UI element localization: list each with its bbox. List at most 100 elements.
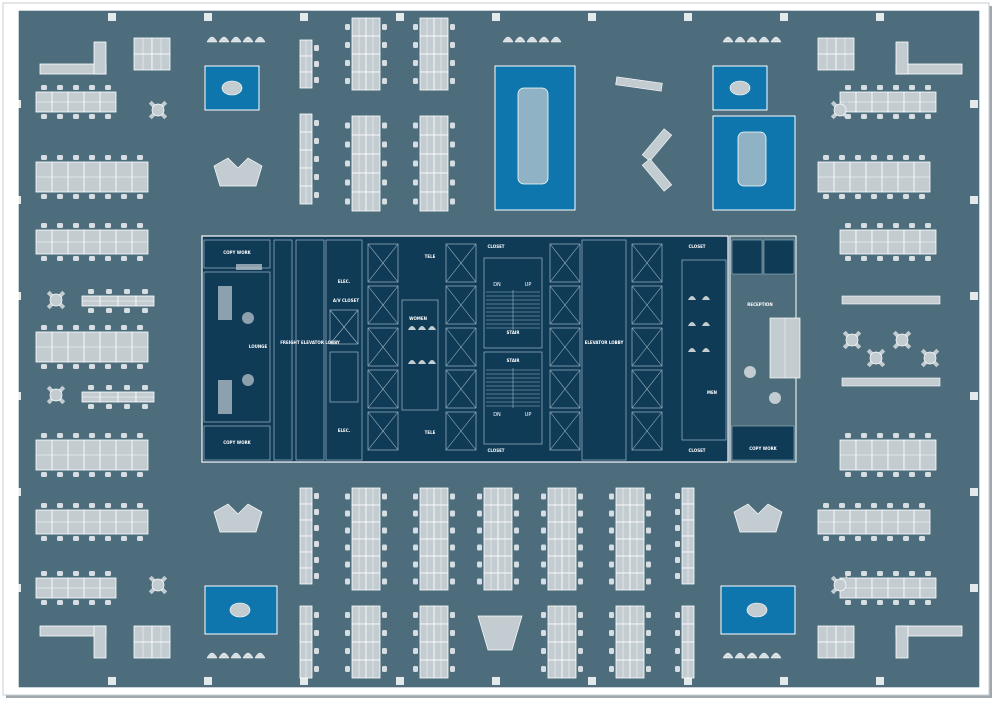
chair <box>541 648 546 654</box>
chair <box>514 527 519 534</box>
chair <box>578 648 583 654</box>
chair <box>541 493 546 500</box>
large-conf-table-center <box>517 87 549 185</box>
chair <box>382 42 387 48</box>
chair <box>903 194 909 199</box>
stair-top <box>483 257 543 349</box>
chair <box>887 503 893 508</box>
chair <box>73 223 79 228</box>
chair <box>893 472 899 477</box>
chair <box>142 404 148 409</box>
chair <box>345 561 350 568</box>
chair <box>925 600 931 605</box>
chair <box>675 509 680 515</box>
chair <box>137 503 143 508</box>
chair <box>450 24 455 30</box>
chair <box>382 493 387 500</box>
wc-fixture <box>418 360 426 364</box>
chair <box>73 600 79 605</box>
round-table <box>833 103 847 117</box>
chair <box>88 289 94 294</box>
chair <box>675 573 680 579</box>
chair <box>137 194 143 199</box>
chair <box>57 433 63 438</box>
chair <box>646 612 651 618</box>
chair <box>382 141 387 148</box>
collab-desk <box>641 158 673 192</box>
chair <box>903 536 909 541</box>
chair <box>877 571 883 576</box>
elevator-diag <box>367 369 399 409</box>
chair <box>823 536 829 541</box>
chair <box>89 536 95 541</box>
chair <box>893 85 899 90</box>
column <box>780 13 788 21</box>
chair <box>106 289 112 294</box>
chair <box>925 114 931 119</box>
round-table <box>49 388 63 402</box>
chair <box>450 493 455 500</box>
workstations <box>35 17 963 679</box>
chair <box>121 433 127 438</box>
label-stair-up-bottom: UP <box>525 412 532 418</box>
chair <box>413 666 418 672</box>
chair <box>413 561 418 568</box>
chair <box>541 612 546 618</box>
chair <box>41 600 47 605</box>
chair <box>89 571 95 576</box>
chair <box>382 527 387 534</box>
chair <box>57 600 63 605</box>
chair <box>89 85 95 90</box>
freight-lobby <box>295 239 325 461</box>
chair <box>89 433 95 438</box>
l-desk <box>895 41 909 75</box>
lounge-chair <box>734 36 746 43</box>
label-av-closet: A/V CLOSET <box>333 298 359 303</box>
elevator-car <box>445 285 477 325</box>
chair <box>861 600 867 605</box>
chair <box>314 192 319 198</box>
chair <box>345 141 350 148</box>
chair <box>541 544 546 551</box>
lounge-chair <box>206 652 218 659</box>
elevator-diag <box>631 327 663 367</box>
elevator-car <box>367 285 399 325</box>
label-closet-bottom: CLOSET <box>487 448 504 453</box>
label-copy-work-right: COPY WORK <box>749 446 777 451</box>
shaft-box <box>329 309 359 345</box>
lounge-chair <box>502 36 514 43</box>
chair <box>73 571 79 576</box>
chair <box>646 578 651 585</box>
chair <box>382 160 387 167</box>
chair <box>88 404 94 409</box>
chair <box>314 557 319 563</box>
elevator-diag <box>367 411 399 451</box>
column <box>492 13 500 21</box>
chair <box>105 194 111 199</box>
elevator-diag <box>445 327 477 367</box>
column <box>13 196 21 204</box>
chair <box>871 536 877 541</box>
chair <box>893 256 899 261</box>
chair <box>314 573 319 579</box>
chair <box>871 155 877 160</box>
chair <box>41 114 47 119</box>
wc-fixture <box>702 296 710 300</box>
chair <box>41 364 47 369</box>
elevator-diag <box>445 243 477 283</box>
chair <box>413 24 418 30</box>
chair <box>893 433 899 438</box>
column <box>300 677 308 685</box>
elevator-car <box>549 285 581 325</box>
work-pod <box>733 503 783 533</box>
conference-rooms <box>204 65 796 635</box>
column <box>876 13 884 21</box>
chair <box>861 85 867 90</box>
chair <box>609 630 614 636</box>
column <box>13 100 21 108</box>
round-table <box>151 578 165 592</box>
chair <box>345 648 350 654</box>
elevator-diag <box>549 369 581 409</box>
lounge-chair <box>770 36 782 43</box>
chair <box>137 223 143 228</box>
